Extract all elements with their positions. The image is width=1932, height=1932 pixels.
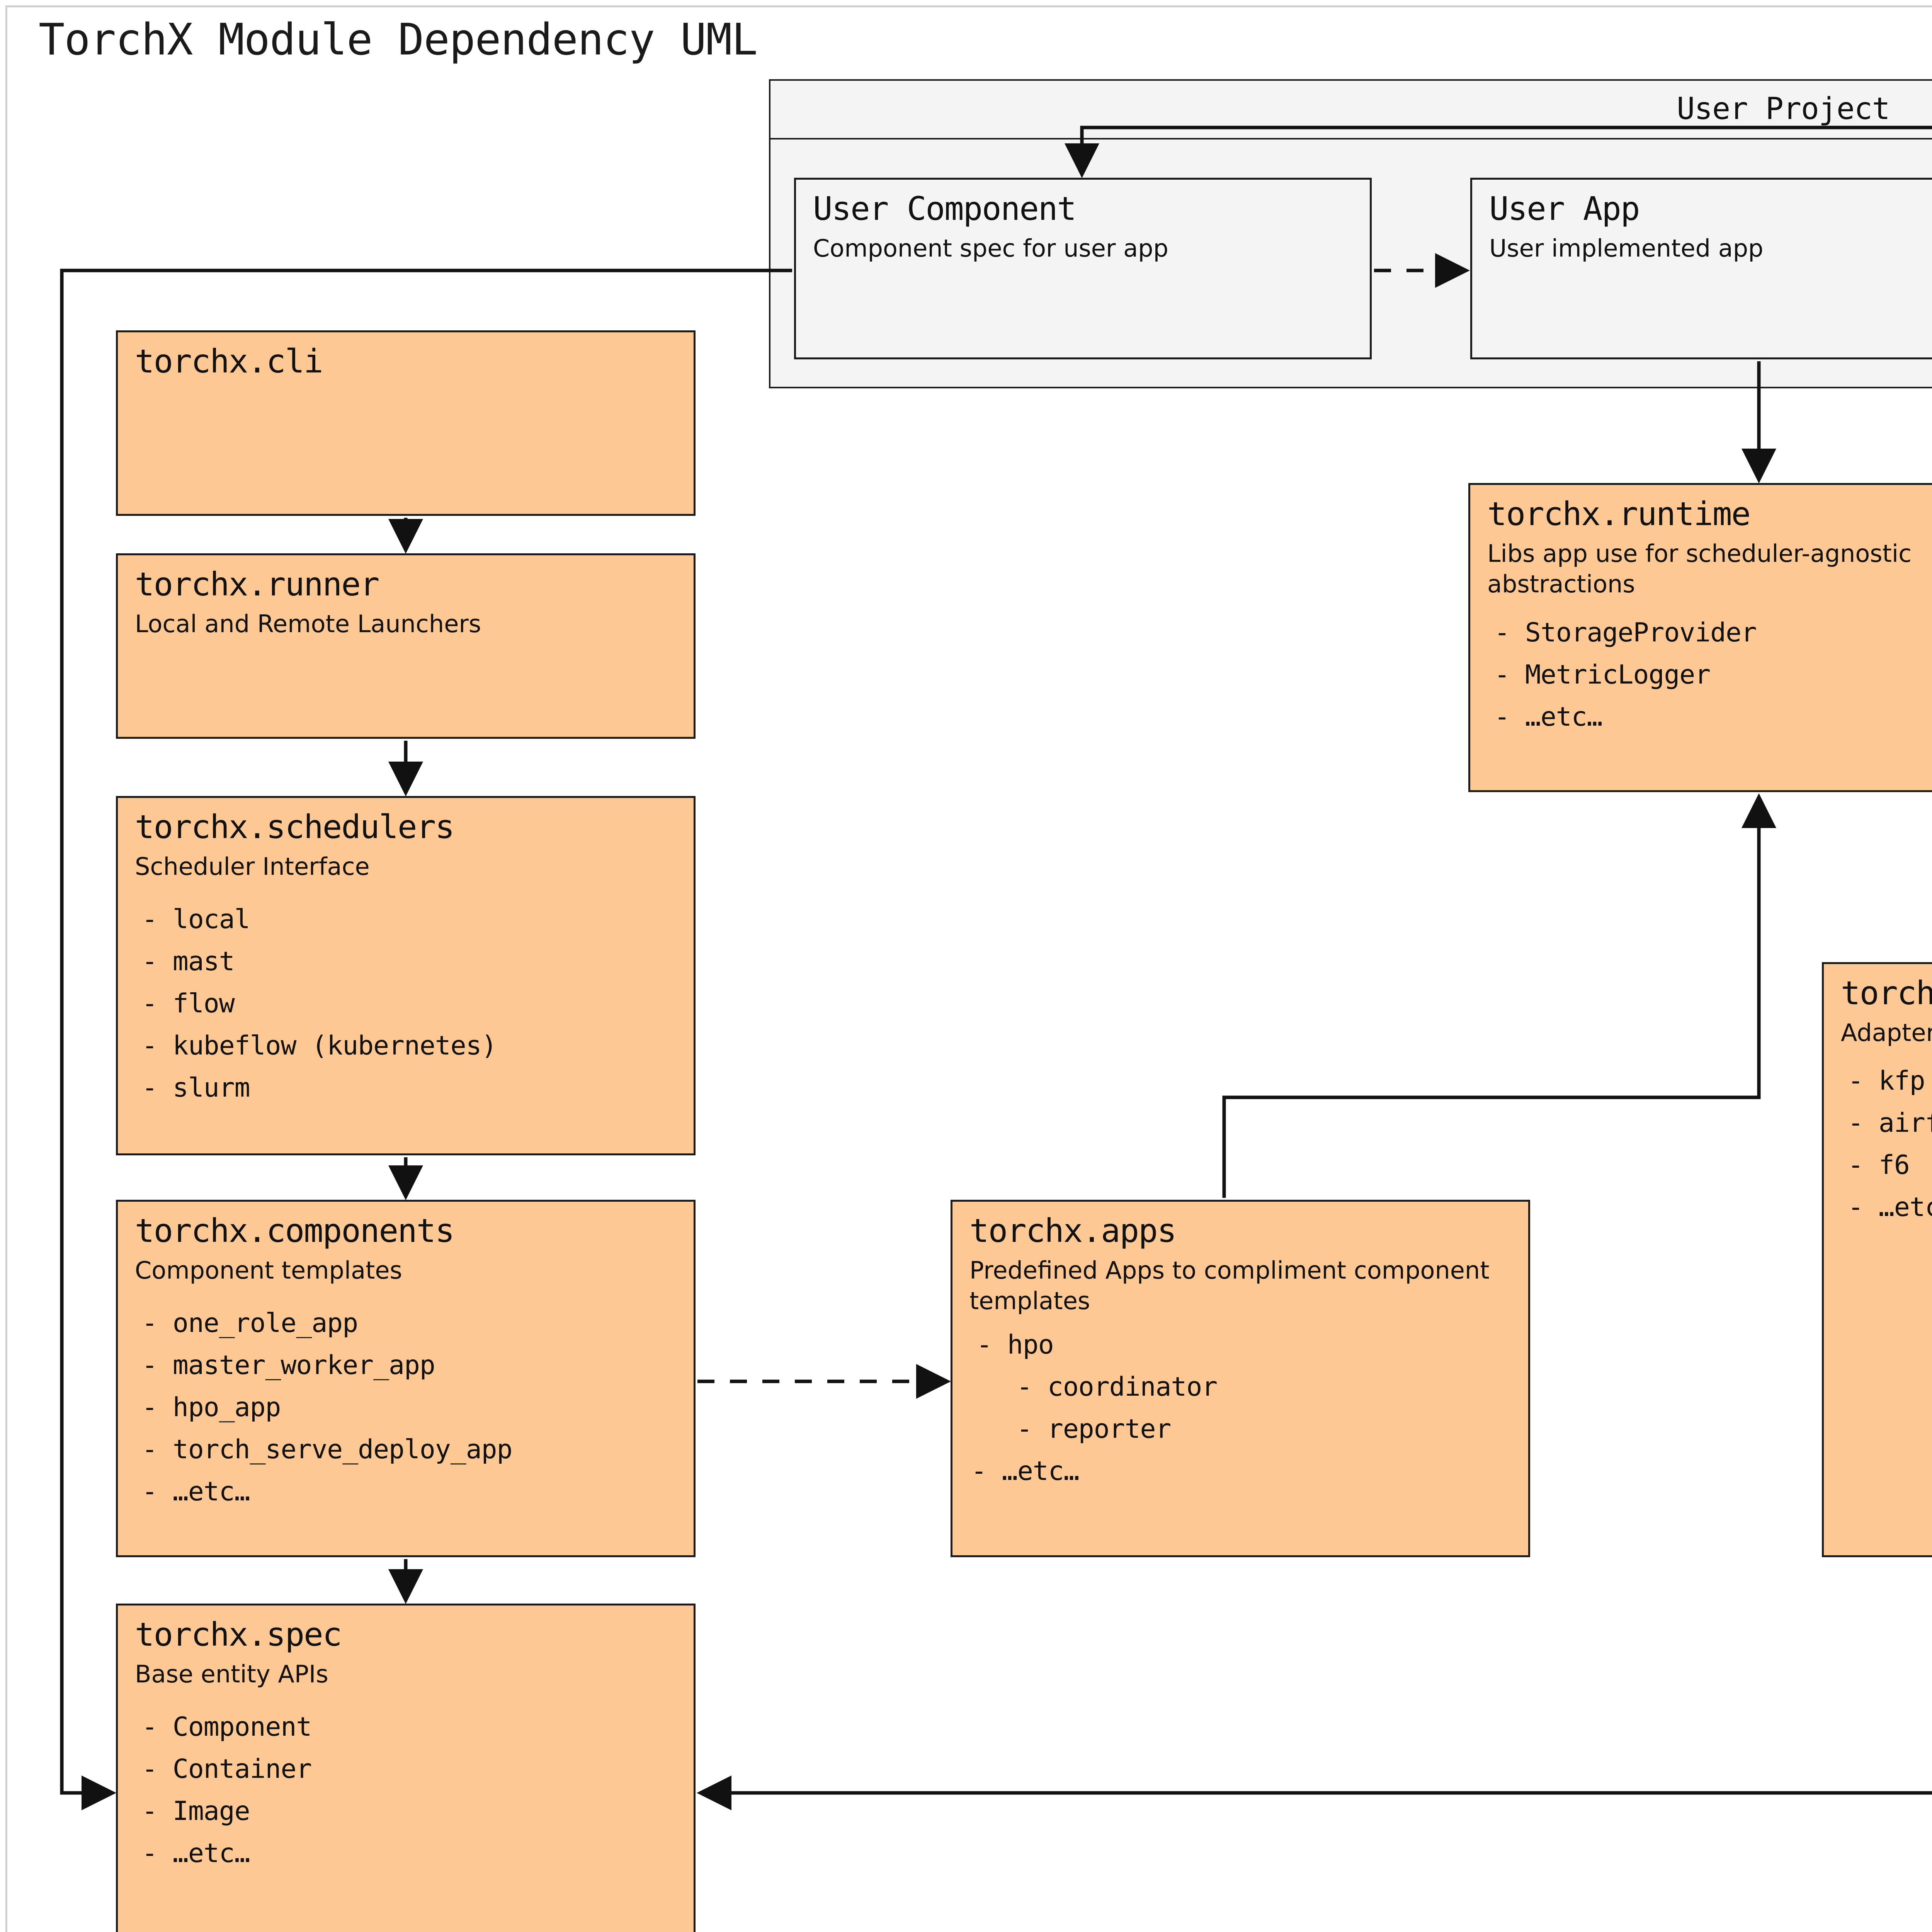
list-item: - kubeflow (kubernetes) <box>142 1031 497 1061</box>
node-torchx-runtime-subtitle: Libs app use for scheduler-agnostic abst… <box>1487 539 1912 599</box>
node-torchx-runtime-title: torchx.runtime <box>1487 495 1751 533</box>
list-item: - one_role_app <box>142 1308 358 1339</box>
list-item: - mast <box>142 946 235 977</box>
list-item: - flow <box>142 988 235 1019</box>
list-item: - local <box>142 904 250 935</box>
node-torchx-cli[interactable]: torchx.cli <box>116 330 696 516</box>
node-user-component-subtitle: Component spec for user app <box>813 234 1168 262</box>
list-item: - …etc… <box>1494 701 1603 732</box>
list-item: - StorageProvider <box>1494 617 1757 648</box>
node-torchx-runtime-list: - StorageProvider - MetricLogger - …etc… <box>1470 617 1932 732</box>
list-item: - Image <box>142 1796 250 1827</box>
list-item: - reporter <box>1017 1413 1171 1444</box>
node-torchx-pipelines-title: torchx.pipelines <box>1841 974 1932 1012</box>
list-item: - master_worker_app <box>142 1350 435 1381</box>
list-item: - Component <box>142 1712 312 1743</box>
node-torchx-components-subtitle: Component templates <box>135 1256 402 1284</box>
node-user-component-title: User Component <box>813 190 1077 228</box>
list-item: - …etc… <box>971 1456 1080 1486</box>
node-torchx-apps-list: - hpo - coordinator - reporter - …etc… <box>952 1330 1528 1486</box>
node-torchx-schedulers-title: torchx.schedulers <box>135 808 455 846</box>
node-torchx-schedulers[interactable]: torchx.schedulers Scheduler Interface - … <box>116 796 696 1155</box>
node-torchx-components-title: torchx.components <box>135 1212 455 1250</box>
node-torchx-schedulers-subtitle: Scheduler Interface <box>135 852 370 881</box>
list-item: - airflow <box>1848 1108 1932 1139</box>
group-user-project-title: User Project <box>1677 92 1890 126</box>
node-user-app-title: User App <box>1489 190 1640 228</box>
list-item: - torch_serve_deploy_app <box>142 1434 513 1465</box>
node-torchx-schedulers-list: - local - mast - flow - kubeflow (kubern… <box>118 904 694 1103</box>
node-user-app-subtitle: User implemented app <box>1489 234 1764 262</box>
list-item: - …etc… <box>142 1476 250 1507</box>
list-item: - f6 <box>1848 1150 1910 1181</box>
node-torchx-spec-title: torchx.spec <box>135 1616 342 1653</box>
node-torchx-apps[interactable]: torchx.apps Predefined Apps to complimen… <box>951 1200 1530 1557</box>
node-torchx-apps-title: torchx.apps <box>969 1212 1177 1250</box>
node-torchx-components-list: - one_role_app - master_worker_app - hpo… <box>118 1308 694 1507</box>
list-item: - hpo <box>976 1329 1054 1360</box>
node-torchx-apps-subtitle: Predefined Apps to compliment component … <box>969 1256 1490 1315</box>
node-user-app[interactable]: User App User implemented app <box>1470 178 1932 359</box>
list-item: - kfp <box>1848 1066 1925 1097</box>
list-item: - hpo_app <box>142 1392 281 1423</box>
node-torchx-spec[interactable]: torchx.spec Base entity APIs - Component… <box>116 1604 696 1932</box>
list-item: - slurm <box>142 1073 250 1104</box>
node-torchx-pipelines-list: - kfp - airflow - f6 - …etc… <box>1824 1066 1932 1223</box>
node-torchx-runner-title: torchx.runner <box>135 565 379 603</box>
list-item: - …etc… <box>1848 1192 1932 1223</box>
node-torchx-runner-subtitle: Local and Remote Launchers <box>135 610 481 638</box>
list-item: - MetricLogger <box>1494 659 1711 690</box>
list-item: - coordinator <box>1017 1371 1218 1402</box>
list-item: - …etc… <box>142 1838 250 1869</box>
node-torchx-runtime[interactable]: torchx.runtime Libs app use for schedule… <box>1468 483 1932 792</box>
page-title: TorchX Module Dependency UML <box>39 15 758 65</box>
node-torchx-cli-title: torchx.cli <box>135 342 323 380</box>
node-torchx-components[interactable]: torchx.components Component templates - … <box>116 1200 696 1557</box>
node-user-component[interactable]: User Component Component spec for user a… <box>794 178 1372 359</box>
node-torchx-spec-subtitle: Base entity APIs <box>135 1660 328 1688</box>
list-item: - Container <box>142 1754 312 1785</box>
node-torchx-pipelines-subtitle: Adapters to Pipeline Platforms <box>1841 1019 1932 1047</box>
node-torchx-spec-list: - Component - Container - Image - …etc… <box>118 1712 694 1869</box>
node-torchx-runner[interactable]: torchx.runner Local and Remote Launchers <box>116 553 696 739</box>
node-torchx-pipelines[interactable]: torchx.pipelines Adapters to Pipeline Pl… <box>1822 962 1932 1557</box>
group-divider <box>770 138 1932 139</box>
